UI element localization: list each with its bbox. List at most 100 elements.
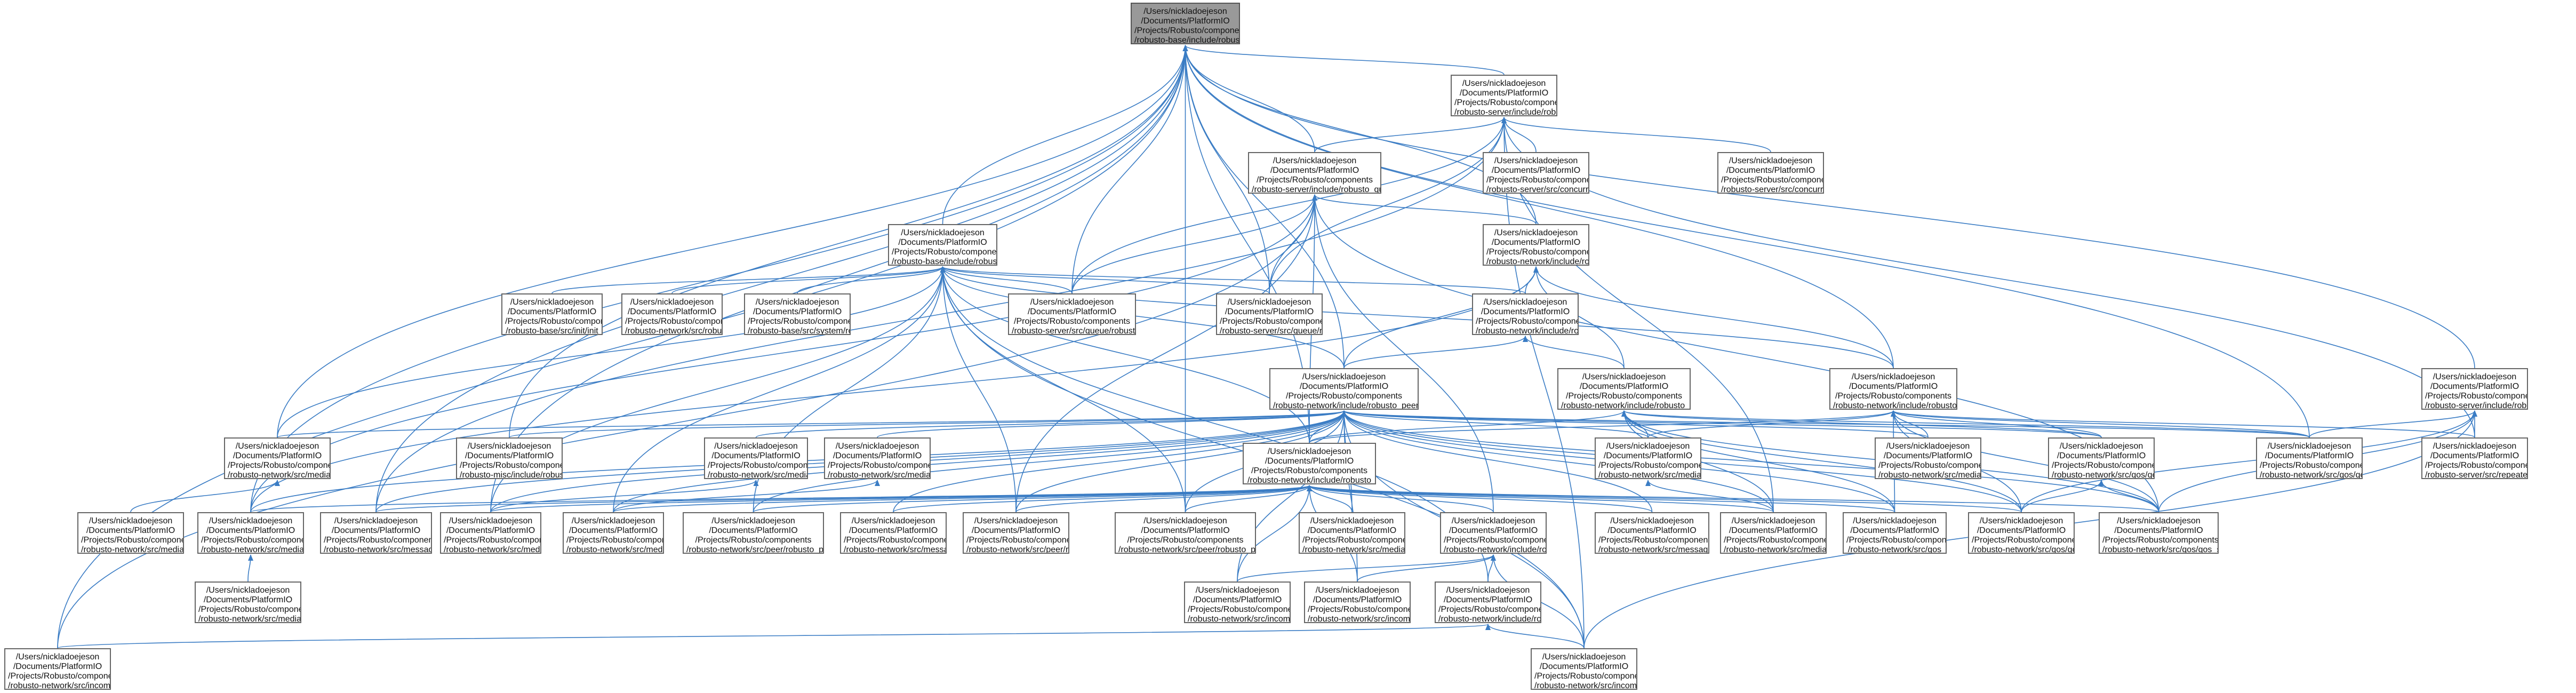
dependency-edge: [2099, 480, 2159, 513]
file-node[interactable]: /Users/nickladoejeson /Documents/Platfor…: [963, 512, 1069, 554]
dependency-edge: [551, 266, 946, 294]
file-node[interactable]: /Users/nickladoejeson /Documents/Platfor…: [320, 512, 432, 554]
dependency-edge: [1015, 485, 1312, 513]
dependency-edge: [1071, 117, 1507, 294]
file-node[interactable]: /Users/nickladoejeson /Documents/Platfor…: [1472, 293, 1579, 335]
dependency-edge: [1182, 45, 1505, 75]
dependency-edge: [1357, 554, 1496, 582]
dependency-edge: [940, 266, 1270, 294]
dependency-edge: [57, 624, 1490, 649]
dependency-edge: [1341, 410, 1649, 438]
file-node[interactable]: /Users/nickladoejeson /Documents/Platfor…: [195, 582, 301, 623]
dependency-edge: [2309, 410, 2477, 438]
file-node[interactable]: /Users/nickladoejeson /Documents/Platfor…: [2256, 437, 2363, 479]
file-node[interactable]: /Users/nickladoejeson /Documents/Platfor…: [704, 437, 808, 479]
file-node[interactable]: /Users/nickladoejeson /Documents/Platfor…: [1557, 368, 1691, 410]
file-node[interactable]: /Users/nickladoejeson /Documents/Platfor…: [456, 437, 563, 479]
file-node[interactable]: /Users/nickladoejeson /Documents/Platfor…: [888, 224, 997, 266]
dependency-edge: [1891, 410, 2310, 438]
file-node[interactable]: /Users/nickladoejeson /Documents/Platfor…: [563, 512, 664, 554]
file-node[interactable]: /Users/nickladoejeson /Documents/Platfor…: [1531, 648, 1637, 690]
file-node[interactable]: /Users/nickladoejeson /Documents/Platfor…: [683, 512, 824, 554]
file-node[interactable]: /Users/nickladoejeson /Documents/Platfor…: [1008, 293, 1136, 335]
file-node[interactable]: /Users/nickladoejeson /Documents/Platfor…: [1595, 512, 1709, 554]
dependency-edge: [250, 45, 1188, 513]
file-node[interactable]: /Users/nickladoejeson /Documents/Platfor…: [1115, 512, 1256, 554]
dependency-edge: [2021, 410, 2477, 513]
file-node[interactable]: /Users/nickladoejeson /Documents/Platfor…: [1968, 512, 2075, 554]
dependency-edge: [1485, 624, 1585, 649]
file-node[interactable]: /Users/nickladoejeson /Documents/Platfor…: [1451, 75, 1557, 116]
dependency-edge: [613, 410, 1347, 513]
dependency-edge: [613, 480, 880, 513]
dependency-edge: [613, 485, 1312, 513]
dependency-edge: [1182, 45, 1270, 294]
dependency-edge: [277, 45, 1188, 438]
dependency-edge: [1533, 266, 1894, 369]
dependency-edge: [893, 485, 1312, 513]
file-node[interactable]: /Users/nickladoejeson /Documents/Platfor…: [2099, 512, 2219, 554]
dependency-edge: [940, 266, 1073, 294]
dependency-edge: [940, 266, 1345, 369]
dependency-edge: [1307, 485, 1653, 513]
file-node[interactable]: /Users/nickladoejeson /Documents/Platfor…: [224, 437, 331, 479]
dependency-edge: [490, 480, 759, 513]
file-node[interactable]: /Users/nickladoejeson /Documents/Platfor…: [501, 293, 603, 335]
file-node[interactable]: /Users/nickladoejeson /Documents/Platfor…: [4, 648, 111, 690]
file-node[interactable]: /Users/nickladoejeson /Documents/Platfor…: [77, 512, 184, 554]
dependency-edge: [1314, 117, 1507, 153]
file-node[interactable]: /Users/nickladoejeson /Documents/Platfor…: [1875, 437, 1981, 479]
file-node[interactable]: /Users/nickladoejeson /Documents/Platfor…: [197, 512, 304, 554]
file-node[interactable]: /Users/nickladoejeson /Documents/Platfor…: [1248, 152, 1381, 194]
dependency-edge: [877, 410, 1347, 438]
dependency-edge: [509, 45, 1188, 438]
dependency-edge: [1501, 117, 1585, 649]
dependency-edge: [277, 266, 946, 438]
file-node[interactable]: /Users/nickladoejeson /Documents/Platfor…: [2421, 437, 2528, 479]
file-node[interactable]: /Users/nickladoejeson /Documents/Platfor…: [1717, 152, 1824, 194]
dependency-edge: [1621, 410, 2310, 438]
file-node[interactable]: /Users/nickladoejeson /Documents/Platfor…: [1483, 224, 1589, 266]
dependency-edge: [1341, 410, 1774, 513]
dependency-edge: [1307, 485, 2159, 513]
file-node[interactable]: /Users/nickladoejeson /Documents/Platfor…: [840, 512, 947, 554]
file-node[interactable]: /Users/nickladoejeson /Documents/Platfor…: [1829, 368, 1957, 410]
file-node[interactable]: /Users/nickladoejeson /Documents/Platfor…: [2421, 368, 2528, 410]
dependency-edge: [2021, 480, 2104, 513]
dependency-edge: [375, 117, 1507, 513]
dependency-edge: [277, 410, 1347, 438]
dependency-edge: [1621, 410, 1895, 513]
dependency-edge: [940, 266, 1017, 513]
dependency-edge: [1523, 336, 1625, 369]
dependency-edge: [893, 410, 1347, 513]
file-node[interactable]: /Users/nickladoejeson /Documents/Platfor…: [621, 293, 723, 335]
file-node[interactable]: /Users/nickladoejeson /Documents/Platfor…: [440, 512, 541, 554]
dependency-edge: [1185, 485, 1312, 513]
file-node[interactable]: /Users/nickladoejeson /Documents/Platfor…: [1304, 582, 1411, 623]
file-node[interactable]: /Users/nickladoejeson /Documents/Platfor…: [1483, 152, 1589, 194]
dependency-edge: [1312, 194, 1537, 225]
file-node[interactable]: /Users/nickladoejeson /Documents/Platfor…: [1299, 512, 1405, 554]
dependency-edge: [509, 410, 1347, 438]
file-node[interactable]: /Users/nickladoejeson /Documents/Platfor…: [1720, 512, 1827, 554]
file-node[interactable]: /Users/nickladoejeson /Documents/Platfor…: [1595, 437, 1701, 479]
dependency-edge: [1071, 45, 1188, 294]
focus-file-node[interactable]: /Users/nickladoejeson /Documents/Platfor…: [1131, 3, 1240, 44]
dependency-edge: [1501, 117, 1771, 153]
file-node[interactable]: /Users/nickladoejeson /Documents/Platfor…: [1243, 443, 1376, 484]
dependency-edge: [753, 485, 1312, 513]
file-node[interactable]: /Users/nickladoejeson /Documents/Platfor…: [1216, 293, 1323, 335]
file-node[interactable]: /Users/nickladoejeson /Documents/Platfor…: [1184, 582, 1291, 623]
file-node[interactable]: /Users/nickladoejeson /Documents/Platfor…: [744, 293, 851, 335]
dependency-edge: [1071, 194, 1317, 294]
dependency-edge: [247, 554, 253, 582]
file-node[interactable]: /Users/nickladoejeson /Documents/Platfor…: [2048, 437, 2155, 479]
dependency-edge: [1533, 266, 1625, 369]
file-node[interactable]: /Users/nickladoejeson /Documents/Platfor…: [1843, 512, 1947, 554]
file-node[interactable]: /Users/nickladoejeson /Documents/Platfor…: [1440, 512, 1547, 554]
file-node[interactable]: /Users/nickladoejeson /Documents/Platfor…: [1435, 582, 1541, 623]
file-node[interactable]: /Users/nickladoejeson /Documents/Platfor…: [824, 437, 931, 479]
file-node[interactable]: /Users/nickladoejeson /Documents/Platfor…: [1269, 368, 1419, 410]
dependency-edge: [1621, 410, 2102, 438]
